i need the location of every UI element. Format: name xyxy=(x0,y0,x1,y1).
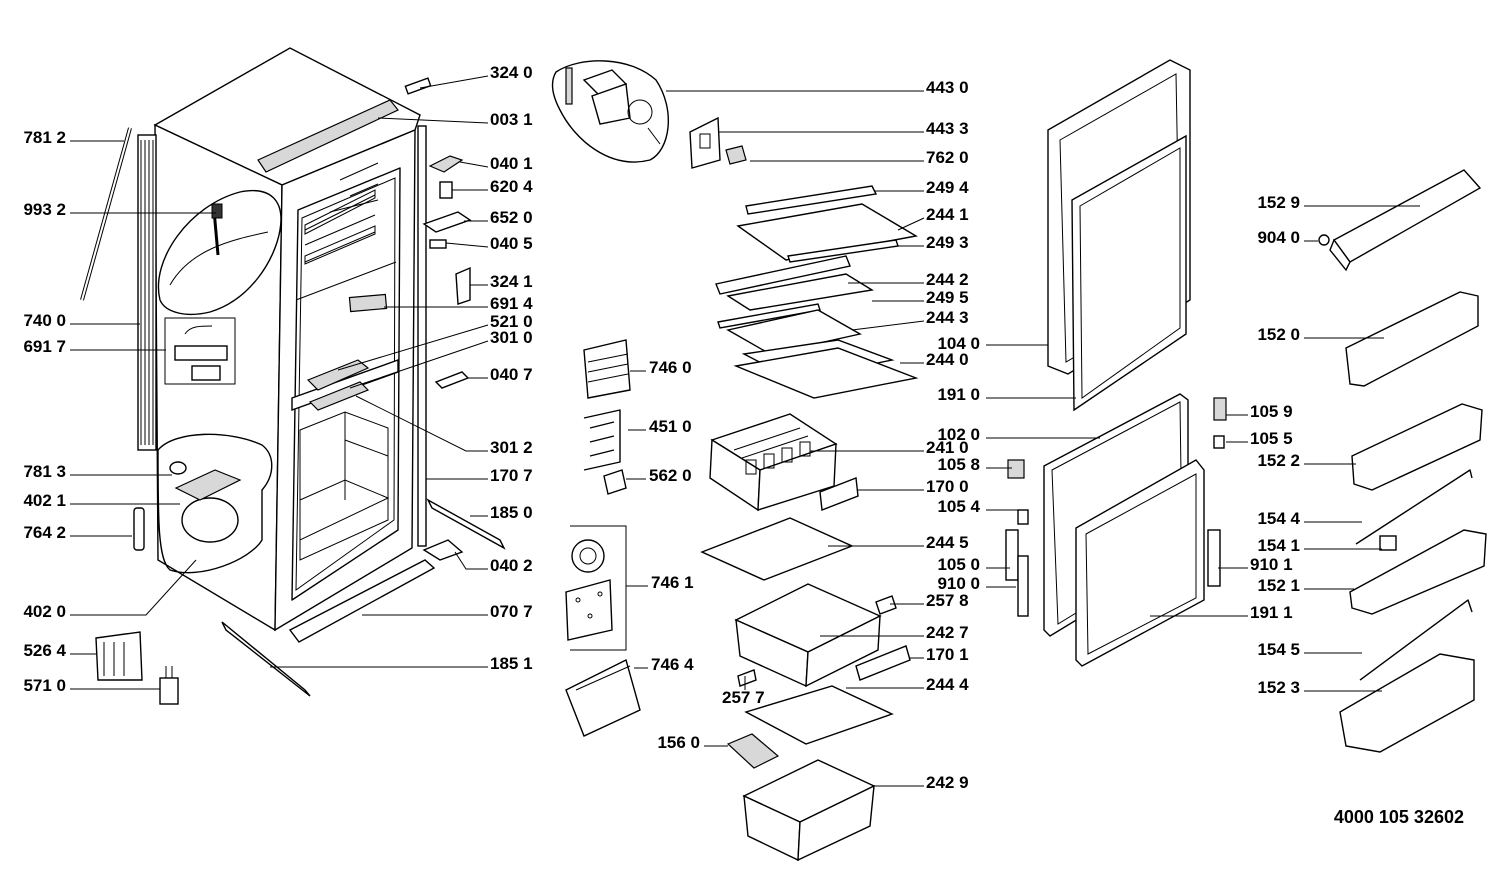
callout-label-c-7620: 762 0 xyxy=(926,148,969,167)
leader-c-3012 xyxy=(355,395,488,452)
callout-label-c-2495: 249 5 xyxy=(926,288,969,307)
callout-label-c-4430: 443 0 xyxy=(926,78,969,97)
callout-label-c-2577: 257 7 xyxy=(722,688,765,707)
callout-label-c-1040: 104 0 xyxy=(937,334,980,353)
callout-label-c-1700: 170 0 xyxy=(926,477,969,496)
callout-label-c-2443: 244 3 xyxy=(926,308,969,327)
callout-label-c-1701: 170 1 xyxy=(926,645,969,664)
callout-label-c-3012: 301 2 xyxy=(490,438,533,457)
callout-label-c-1851: 185 1 xyxy=(490,654,533,673)
callout-label-c-2429: 242 9 xyxy=(926,773,969,792)
callout-label-c-1520: 152 0 xyxy=(1257,325,1300,344)
callout-label-c-2493: 249 3 xyxy=(926,233,969,252)
leader-c-0405 xyxy=(445,242,489,248)
callout-label-c-3241: 324 1 xyxy=(490,272,533,291)
callout-label-c-1910: 191 0 xyxy=(937,385,980,404)
callout-label-c-5210: 521 0 xyxy=(490,312,533,331)
callout-label-c-9040: 904 0 xyxy=(1257,228,1300,247)
callout-label-c-1059: 105 9 xyxy=(1250,402,1293,421)
callout-label-c-5264: 526 4 xyxy=(23,641,66,660)
callout-label-c-3240: 324 0 xyxy=(490,63,533,82)
callout-label-c-7812: 781 2 xyxy=(23,128,66,147)
callout-label-c-5620: 562 0 xyxy=(649,466,692,485)
callout-label-c-2427: 242 7 xyxy=(926,623,969,642)
leader-c-0401 xyxy=(459,161,489,168)
callout-label-c-1522: 152 2 xyxy=(1257,451,1300,470)
callout-label-c-0707: 070 7 xyxy=(490,602,533,621)
callout-label-c-4020: 402 0 xyxy=(23,602,66,621)
callout-label-c-7813: 781 3 xyxy=(23,462,66,481)
callout-label-c-4021: 402 1 xyxy=(23,491,66,510)
callout-labels: 324 0 003 1 040 1 620 4 652 0 040 5 324 1 691 4… xyxy=(23,63,1300,792)
callout-label-c-1544: 154 4 xyxy=(1257,509,1300,528)
callout-label-c-2494: 249 4 xyxy=(926,178,969,197)
fan-assembly xyxy=(551,60,747,737)
callout-label-c-1055: 105 5 xyxy=(1250,429,1293,448)
callout-label-c-1545: 154 5 xyxy=(1257,640,1300,659)
callout-label-c-1850: 185 0 xyxy=(490,503,533,522)
callout-label-c-1529: 152 9 xyxy=(1257,193,1300,212)
callout-label-c-6917: 691 7 xyxy=(23,337,66,356)
callout-label-c-1058: 105 8 xyxy=(937,455,980,474)
callout-label-c-7642: 764 2 xyxy=(23,523,66,542)
callout-label-c-0407: 040 7 xyxy=(490,365,533,384)
cabinet-body xyxy=(80,47,506,705)
callout-label-c-0031: 003 1 xyxy=(490,110,533,129)
callout-label-c-2442: 244 2 xyxy=(926,270,969,289)
callout-label-c-9101: 910 1 xyxy=(1250,555,1293,574)
callout-label-c-7400: 740 0 xyxy=(23,311,66,330)
leader-c-2441 xyxy=(897,217,925,231)
leader-c-2443 xyxy=(851,320,925,331)
door-bins xyxy=(1318,169,1487,753)
callout-label-c-1521: 152 1 xyxy=(1257,576,1300,595)
leader-c-3010 xyxy=(349,340,489,389)
callout-label-c-9100: 910 0 xyxy=(937,574,980,593)
callout-label-c-9932: 993 2 xyxy=(23,200,66,219)
callout-label-c-2410: 241 0 xyxy=(926,438,969,457)
callout-label-c-6204: 620 4 xyxy=(490,177,533,196)
callout-label-c-1911: 191 1 xyxy=(1250,603,1293,622)
drawing-number: 4000 105 32602 xyxy=(1334,807,1464,827)
callout-label-c-1020: 102 0 xyxy=(937,425,980,444)
callout-label-c-7460: 746 0 xyxy=(649,358,692,377)
callout-label-c-2440: 244 0 xyxy=(926,350,969,369)
callout-label-c-5710: 571 0 xyxy=(23,676,66,695)
callout-label-c-1523: 152 3 xyxy=(1257,678,1300,697)
leader-c-0402 xyxy=(454,551,488,570)
callout-label-c-6520: 652 0 xyxy=(490,208,533,227)
callout-label-c-1541: 154 1 xyxy=(1257,536,1300,555)
callout-label-c-1050: 105 0 xyxy=(937,555,980,574)
callout-label-c-1560: 156 0 xyxy=(657,733,700,752)
callout-label-c-0405: 040 5 xyxy=(490,234,533,253)
leader-c-4020 xyxy=(70,559,197,616)
shelves-and-drawers xyxy=(700,185,919,862)
callout-label-c-6914: 691 4 xyxy=(490,294,533,313)
callout-label-c-0401: 040 1 xyxy=(490,154,533,173)
doors xyxy=(1005,59,1227,667)
callout-label-c-4433: 443 3 xyxy=(926,119,969,138)
callout-label-c-3010: 301 0 xyxy=(490,328,533,347)
leader-c-3240 xyxy=(419,75,489,89)
callout-label-c-0402: 040 2 xyxy=(490,556,533,575)
callout-label-c-4510: 451 0 xyxy=(649,417,692,436)
callout-label-c-2578: 257 8 xyxy=(926,591,969,610)
callout-label-c-1054: 105 4 xyxy=(937,497,980,516)
callout-label-c-2441: 244 1 xyxy=(926,205,969,224)
callout-label-c-7464: 746 4 xyxy=(651,655,694,674)
callout-label-c-7461: 746 1 xyxy=(651,573,694,592)
leader-c-5210 xyxy=(337,324,489,371)
leader-c-0031 xyxy=(377,117,489,124)
callout-label-c-2444: 244 4 xyxy=(926,675,969,694)
callout-label-c-2445: 244 5 xyxy=(926,533,969,552)
leader-lines xyxy=(70,75,1420,787)
callout-label-c-1707: 170 7 xyxy=(490,466,533,485)
